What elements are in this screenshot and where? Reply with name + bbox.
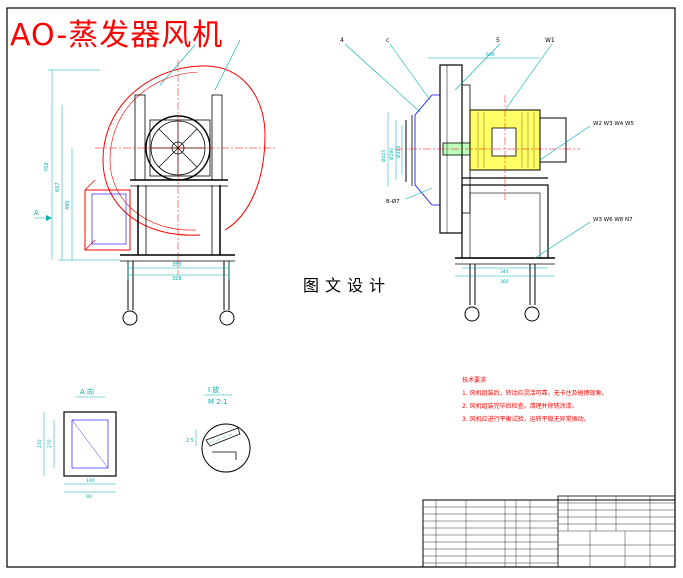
side-dim-inlet3: Ø313 — [395, 146, 402, 158]
title-block — [422, 495, 676, 568]
side-dim-inlet2: Ø280 — [388, 148, 395, 160]
front-dim-mid: 657 — [55, 182, 61, 192]
detail-label: I 放 — [208, 385, 219, 394]
section-dim-w2: 90 — [86, 494, 92, 500]
callout-bolt: B-Ø7 — [386, 198, 400, 205]
notes-item-3: 3. 风机应进行平衡试验，运转平稳无异常振动。 — [462, 416, 590, 423]
front-view: 762 657 490 350 328 A — [34, 39, 275, 326]
callout-5: 5 — [496, 37, 500, 44]
detail-dim: 2.5 — [186, 438, 194, 444]
detail-scale: M 2:1 — [208, 398, 228, 406]
front-dim-base2: 328 — [172, 276, 182, 282]
callout-w2-w5: W2 W3 W4 W5 — [593, 121, 634, 127]
front-dim-base: 350 — [172, 262, 182, 268]
callout-w3-n7: W3 W6 W8 N7 — [593, 217, 633, 223]
drawing-title: AO-蒸发器风机 — [10, 18, 224, 53]
view-arrow-a: A — [34, 209, 39, 217]
callout-w1: W1 — [545, 37, 555, 44]
side-dim-base2: 360 — [500, 279, 509, 285]
section-dim-w: 190 — [86, 478, 95, 484]
section-a-label: A 向 — [80, 387, 94, 396]
section-dim-h2: 270 — [47, 439, 53, 448]
outlet-duct — [84, 189, 131, 251]
notes-heading: 技术要求 — [462, 377, 487, 384]
section-a-view: A 向 230 270 190 90 — [37, 387, 117, 500]
side-dim-length: 600 — [486, 52, 495, 58]
side-view: 4 c 5 W1 W2 W3 W4 W5 W3 W6 W8 N7 B-Ø7 Ø4… — [340, 37, 634, 322]
front-dim-low: 490 — [65, 200, 71, 210]
notes-item-1: 1. 风机组装后，转动应灵活可靠，无卡住及碰擦现象。 — [462, 390, 608, 397]
watermark-banner: 图文设计 — [278, 273, 416, 299]
side-dim-base: 344 — [500, 269, 509, 275]
notes-item-2: 2. 风机组装完毕后检查。清理并除锈涂漆。 — [462, 403, 578, 410]
technical-notes: 技术要求 1. 风机组装后，转动应灵活可靠，无卡住及碰擦现象。 2. 风机组装完… — [462, 374, 608, 426]
callout-c: c — [386, 37, 389, 44]
callout-4: 4 — [340, 37, 344, 44]
section-dim-h: 230 — [37, 439, 43, 448]
front-dim-height: 762 — [44, 162, 50, 172]
volute-casing — [102, 65, 266, 236]
side-dim-inlet: Ø415 — [380, 150, 387, 162]
drawing-border — [6, 7, 676, 568]
detail-i-view: I 放 M 2:1 2.5 — [186, 385, 251, 473]
